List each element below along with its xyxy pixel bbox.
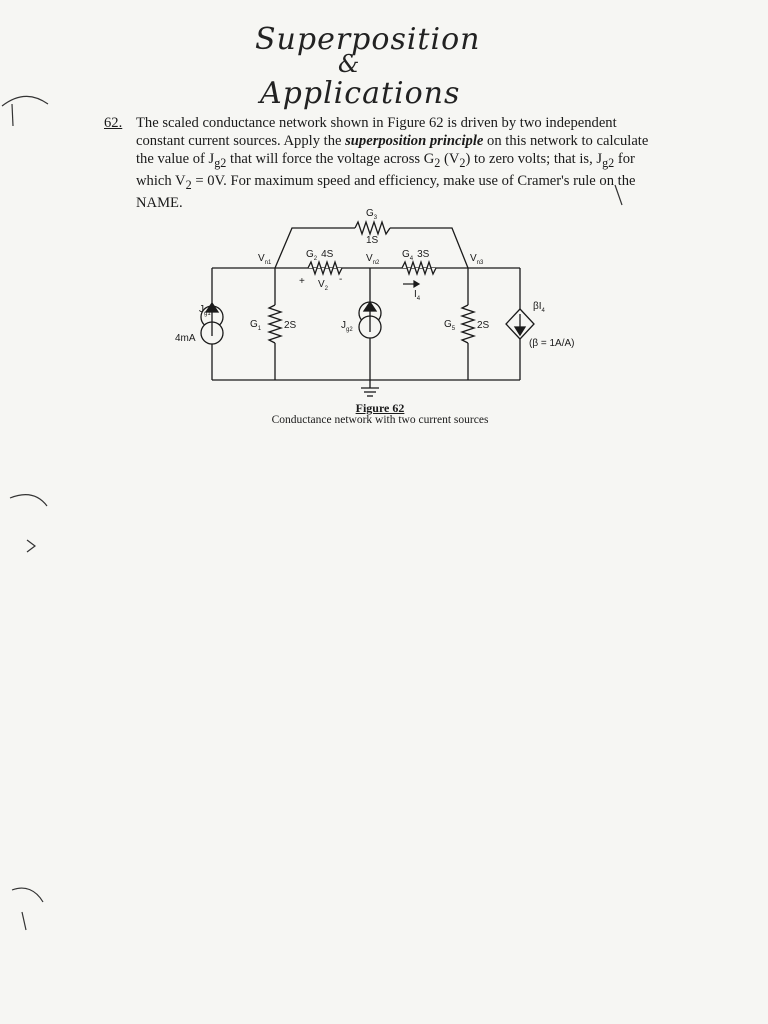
vn3-label: Vn3 [470, 253, 484, 266]
margin-marks [1, 95, 623, 931]
vn2-label: Vn2 [366, 253, 380, 266]
v2-label: V2 [318, 279, 329, 292]
g1-label: G1 [250, 319, 262, 332]
g5-resistor [459, 304, 477, 344]
wire-g3-left [274, 227, 355, 269]
g2-resistor [307, 259, 343, 277]
problem-number: 62. [104, 115, 123, 131]
handwritten-title-line1: Superposition [255, 22, 481, 57]
v2-plus: + [299, 276, 305, 287]
jg1-source [200, 301, 224, 345]
g4-resistor [401, 259, 437, 277]
handwritten-title-line2: Applications [260, 76, 461, 111]
problem-statement: 62. The scaled conductance network shown… [104, 114, 664, 212]
dependent-current-source [505, 308, 535, 340]
g5-value: 2S [477, 320, 490, 331]
ground-symbol [361, 380, 379, 397]
dependent-source-label: βI4 [533, 301, 546, 314]
i4-arrow [403, 279, 421, 289]
v2-minus: - [339, 274, 342, 285]
handwritten-ampersand: & [338, 50, 361, 78]
g3-label: G3 [366, 208, 378, 221]
g1-resistor [266, 304, 284, 344]
g3-value: 1S [366, 235, 379, 246]
wire-g3-right [390, 227, 469, 269]
g1-value: 2S [284, 320, 297, 331]
jg1-value: 4mA [175, 333, 196, 344]
i4-label: I4 [414, 289, 421, 302]
figure-title: Figure 62 [355, 401, 405, 415]
problem-text: The scaled conductance network shown in … [136, 115, 649, 211]
emphasis-superposition: superposition principle [345, 133, 484, 149]
jg2-label: Jg2 [341, 320, 353, 333]
g3-resistor [354, 219, 391, 237]
jg1-label: Jg1 [199, 304, 211, 317]
figure-caption: Conductance network with two current sou… [271, 414, 489, 426]
beta-note: (β = 1A/A) [529, 338, 575, 349]
vn1-label: Vn1 [258, 253, 272, 266]
jg2-source [358, 300, 382, 339]
g5-label: G5 [444, 319, 456, 332]
